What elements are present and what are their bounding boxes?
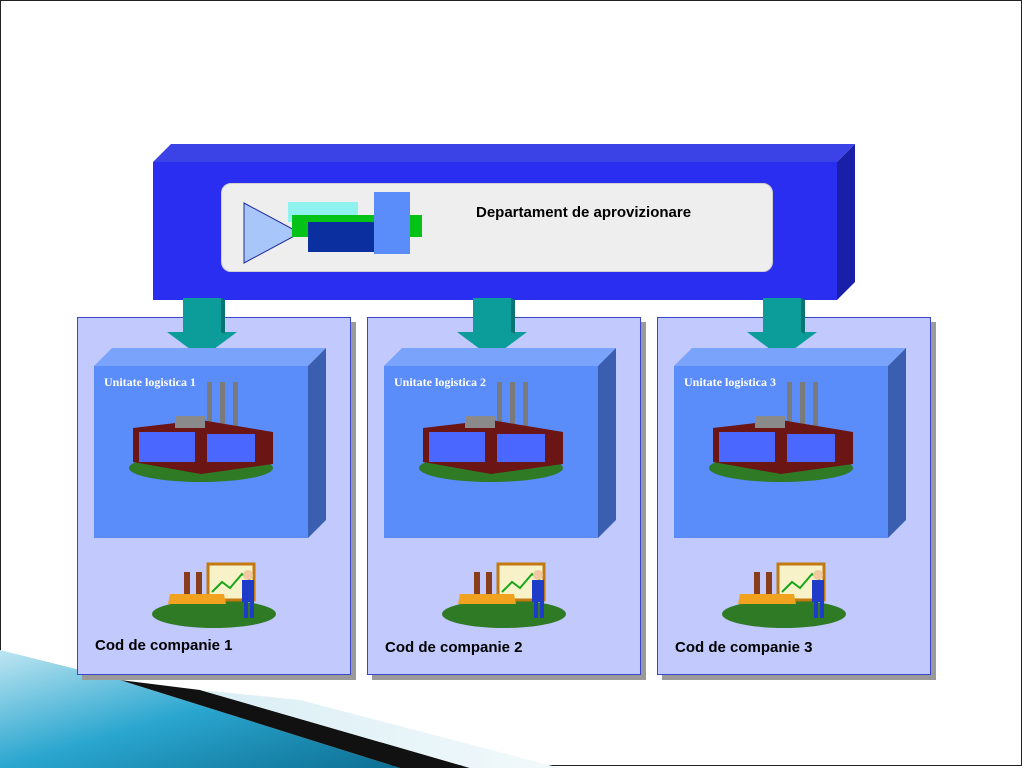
arrow-down-icon	[457, 298, 527, 358]
factory-icon	[129, 382, 273, 482]
arrow-down-icon	[167, 298, 237, 358]
analyst-chart-icon	[722, 562, 846, 628]
company-code-label-1: Cod de companie 1	[95, 637, 233, 654]
factory-icon	[709, 382, 853, 482]
analyst-chart-icon	[152, 562, 276, 628]
flow-diagram-icon	[243, 192, 422, 264]
arrow-down-icon	[747, 298, 817, 358]
logistics-unit-label-3: Unitate logistica 3	[684, 375, 776, 389]
logistics-unit-label-2: Unitate logistica 2	[394, 375, 486, 389]
analyst-chart-icon	[442, 562, 566, 628]
factory-icon	[419, 382, 563, 482]
logistics-unit-label-1: Unitate logistica 1	[104, 375, 196, 389]
company-code-label-2: Cod de companie 2	[385, 639, 523, 656]
company-code-label-3: Cod de companie 3	[675, 639, 813, 656]
department-title: Departament de aprovizionare	[476, 204, 692, 221]
